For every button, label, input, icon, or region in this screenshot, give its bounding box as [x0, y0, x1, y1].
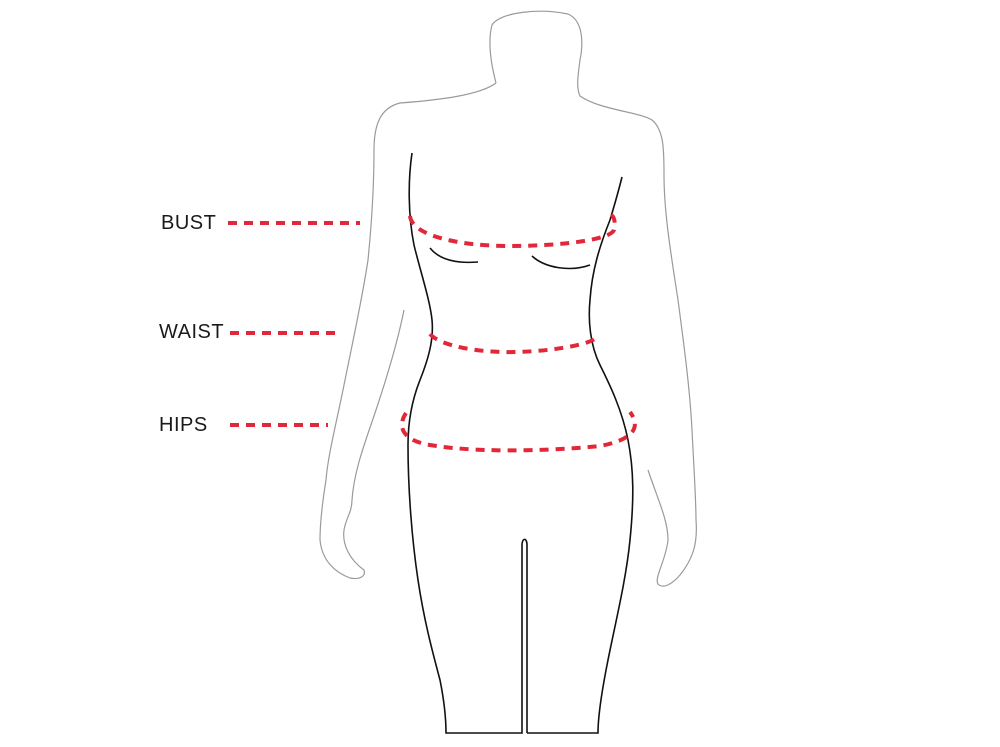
- mannequin-silhouette-left: [319, 82, 497, 580]
- hips-measure-loop: [400, 410, 637, 453]
- hips-label: HIPS: [159, 414, 208, 436]
- torso-left-outline: [407, 152, 528, 734]
- waist-label: WAIST: [159, 321, 225, 343]
- waist-measure: [230, 331, 598, 355]
- bust-measure: [228, 212, 617, 249]
- torso-right-outline: [527, 176, 634, 734]
- bust-measure-loop: [408, 212, 617, 249]
- bust-curve-left: [429, 247, 479, 264]
- bust-curve-right: [531, 255, 591, 270]
- waist-measure-loop: [428, 332, 598, 355]
- hips-measure: [230, 410, 637, 453]
- mannequin-silhouette: [489, 10, 697, 587]
- bust-label: BUST: [161, 212, 217, 234]
